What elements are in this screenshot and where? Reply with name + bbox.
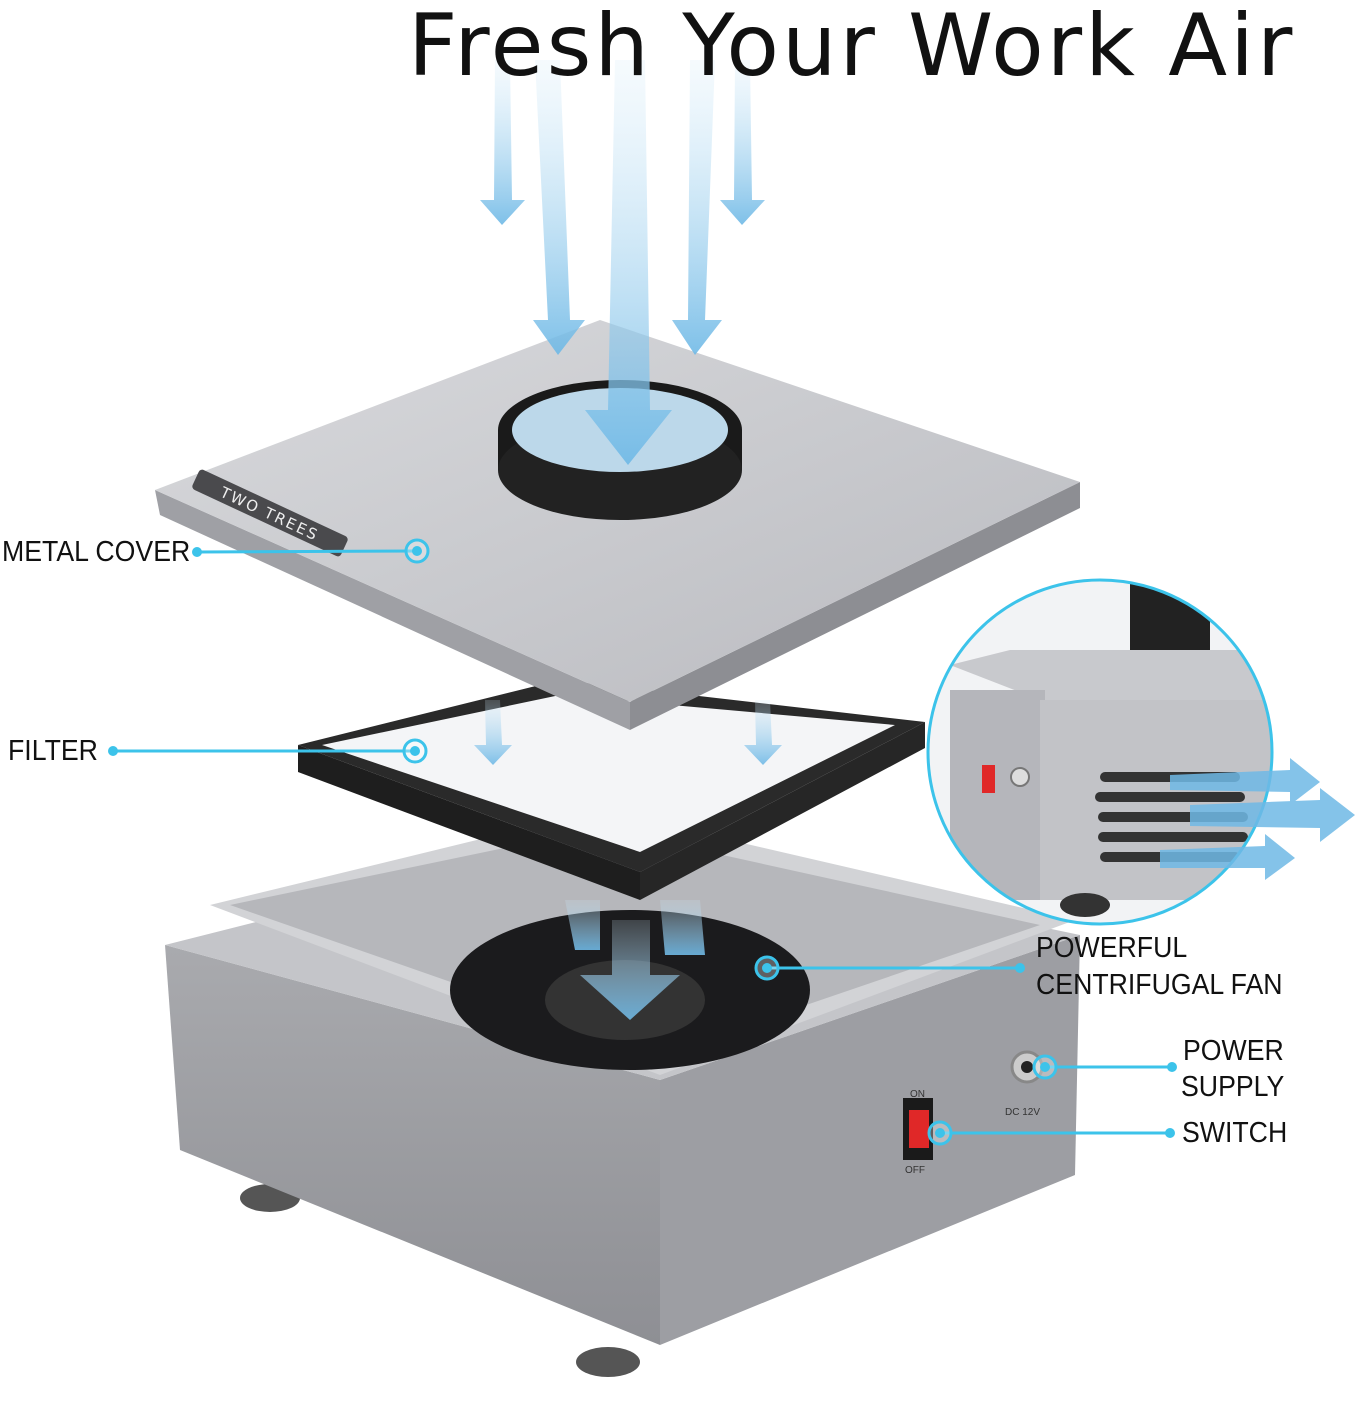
label-filter: FILTER <box>8 735 98 767</box>
power-jack-marking: DC 12V <box>1005 1107 1040 1118</box>
power-switch <box>903 1098 933 1160</box>
side-vent-inset <box>926 578 1355 926</box>
label-fan-line2: CENTRIFUGAL FAN <box>1036 969 1283 1001</box>
label-power-line1: POWER <box>1183 1035 1284 1067</box>
headline: Fresh Your Work Air <box>408 0 1296 96</box>
label-fan-line1: POWERFUL <box>1036 932 1188 964</box>
label-power-line2: SUPPLY <box>1181 1071 1285 1103</box>
label-switch: SWITCH <box>1182 1117 1288 1149</box>
callout-lines <box>113 549 1172 1135</box>
callout-dots <box>108 538 1177 1146</box>
switch-off-marking: OFF <box>905 1165 925 1176</box>
metal-cover: TWO TREES <box>155 320 1080 730</box>
switch-on-marking: ON <box>910 1089 925 1100</box>
label-metal-cover: METAL COVER <box>2 536 191 568</box>
airflow-arrows <box>474 60 782 1020</box>
